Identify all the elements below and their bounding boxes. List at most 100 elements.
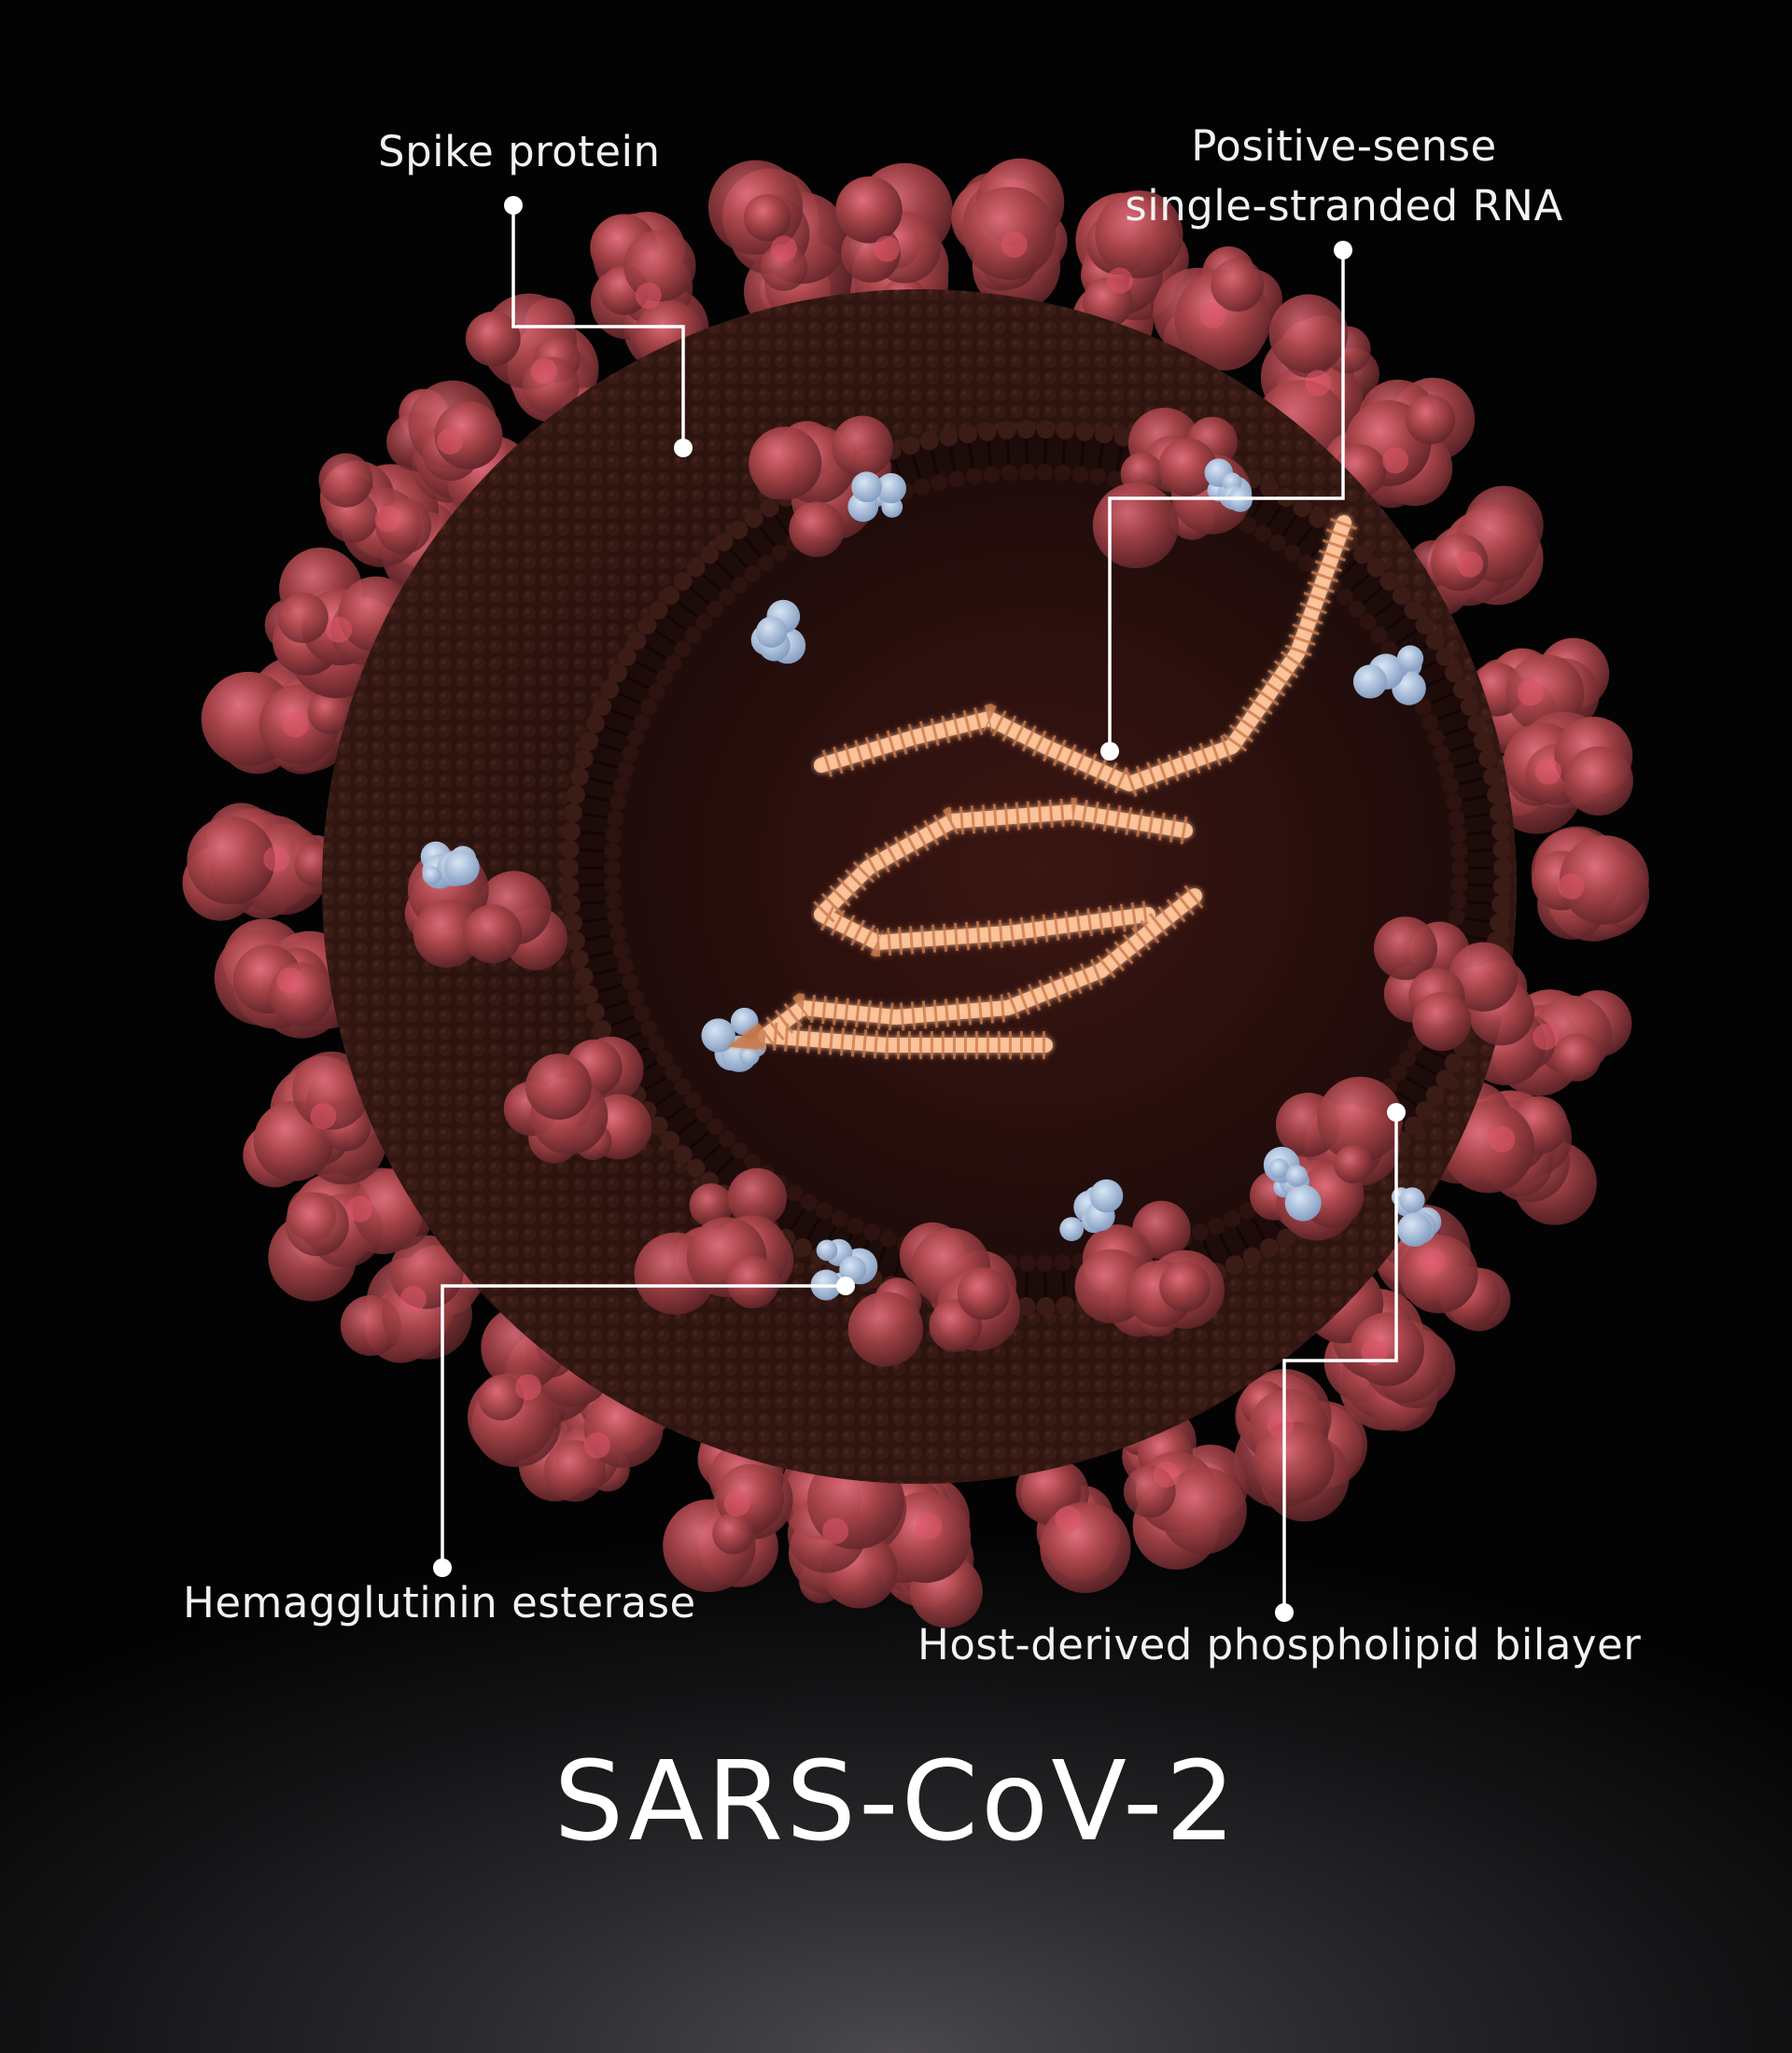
lipid-head	[627, 631, 647, 650]
lipid-head	[1490, 913, 1509, 932]
spike-highlight	[1001, 231, 1028, 258]
lipid-head	[1309, 509, 1328, 528]
lipid-head	[640, 698, 658, 716]
lipid-head	[931, 474, 948, 492]
rna-label: Positive-sense single-stranded RNA	[1111, 117, 1577, 236]
spike-blob	[1268, 294, 1349, 374]
spike-blob	[277, 592, 329, 644]
lipid-head	[1018, 464, 1036, 482]
lipid-head	[1089, 468, 1107, 485]
spike-highlight	[583, 1432, 610, 1459]
membrane-protein	[1059, 1179, 1124, 1241]
spike-highlight	[276, 967, 303, 994]
spike-highlight	[916, 1513, 943, 1540]
lipid-head	[707, 600, 724, 618]
phospholipid-bilayer-dot-end	[1387, 1103, 1406, 1122]
membrane-protein	[847, 471, 906, 523]
lipid-head	[684, 1092, 702, 1110]
spike-blob	[712, 1513, 754, 1555]
spike-highlight	[399, 1285, 427, 1312]
lipid-head	[1075, 422, 1095, 441]
spike-highlight	[874, 235, 901, 262]
lipid-head	[1437, 761, 1455, 778]
membrane-protein	[1263, 1146, 1322, 1222]
spike-protein	[1074, 1200, 1225, 1337]
lipid-head	[686, 558, 706, 578]
spike-blob	[1559, 835, 1649, 925]
spike-highlight	[437, 428, 464, 455]
spike-protein-dot-top	[504, 196, 523, 215]
lipid-head	[793, 1238, 812, 1257]
rna-bases	[727, 885, 1204, 1059]
lipid-head	[612, 942, 630, 959]
lipid-head	[1297, 554, 1315, 572]
lipid-head	[1224, 1209, 1241, 1227]
spike-blob	[478, 1375, 525, 1421]
spike-blob	[789, 501, 845, 557]
lipid-head	[879, 1230, 897, 1248]
lipid-head	[569, 949, 589, 969]
lipid-head	[648, 683, 665, 701]
spike-highlight	[723, 1490, 750, 1517]
lipid-head	[580, 985, 599, 1004]
lipid-head	[1483, 767, 1503, 787]
lipid-head	[831, 1209, 848, 1227]
lipid-head	[1392, 586, 1411, 606]
protein-blob	[1285, 1165, 1309, 1187]
spike-blob	[292, 1051, 371, 1130]
lipid-head	[1491, 821, 1511, 841]
lipid-head	[1445, 793, 1463, 811]
membrane-protein	[701, 1007, 766, 1072]
lipid-head	[1352, 545, 1372, 565]
lipid-head	[1370, 626, 1388, 644]
lipid-head	[1095, 425, 1113, 443]
lipid-head	[649, 600, 668, 620]
spike-protein	[340, 1235, 487, 1363]
spike-blob	[1317, 1076, 1403, 1163]
lipid-head	[1467, 714, 1487, 733]
lipid-head	[1113, 427, 1133, 447]
lipid-head	[695, 613, 713, 631]
spike-highlight	[1305, 370, 1332, 397]
lipid-head	[1427, 729, 1445, 747]
lipid-head	[695, 1105, 713, 1123]
lipid-head	[1448, 909, 1465, 927]
protein-blob	[1284, 1184, 1322, 1222]
spike-blob	[1563, 746, 1633, 816]
protein-blob	[1352, 664, 1388, 699]
spike-highlight	[1535, 758, 1561, 785]
lipid-head	[983, 466, 1001, 483]
rna-dot-top	[1334, 241, 1352, 259]
lipid-head	[1415, 1101, 1435, 1121]
spike-blob	[1211, 258, 1265, 312]
rna-label-line-2: single-stranded RNA	[1125, 181, 1563, 230]
lipid-head	[633, 1005, 651, 1023]
rna-leader	[1108, 250, 1345, 751]
lipid-head	[1056, 1296, 1075, 1316]
protein-blob	[875, 473, 906, 504]
spike-highlight	[1267, 1412, 1294, 1438]
callout-dots	[433, 196, 1406, 1622]
spike-blob	[1095, 190, 1183, 279]
protein-blob	[816, 1239, 838, 1262]
rna-label-line-1: Positive-sense	[1191, 121, 1497, 171]
spike-blob	[749, 426, 822, 500]
spike-protein	[1092, 407, 1253, 568]
lipid-head	[947, 470, 965, 488]
spike-blob	[465, 311, 521, 367]
lipid-head	[1269, 534, 1287, 552]
lipid-head	[939, 427, 959, 447]
spike-protein	[404, 849, 567, 971]
spike-protein	[1153, 246, 1282, 371]
lipid-head	[648, 1035, 665, 1053]
protein-blob	[422, 866, 441, 886]
membrane-protein	[750, 599, 806, 664]
lipid-head	[1487, 785, 1505, 804]
lipid-head	[560, 840, 580, 859]
lipid-head	[569, 767, 589, 787]
lipid-head	[605, 892, 623, 910]
lipid-head	[661, 1130, 680, 1150]
spike-blob	[525, 1054, 592, 1120]
spike-protein	[201, 656, 362, 775]
